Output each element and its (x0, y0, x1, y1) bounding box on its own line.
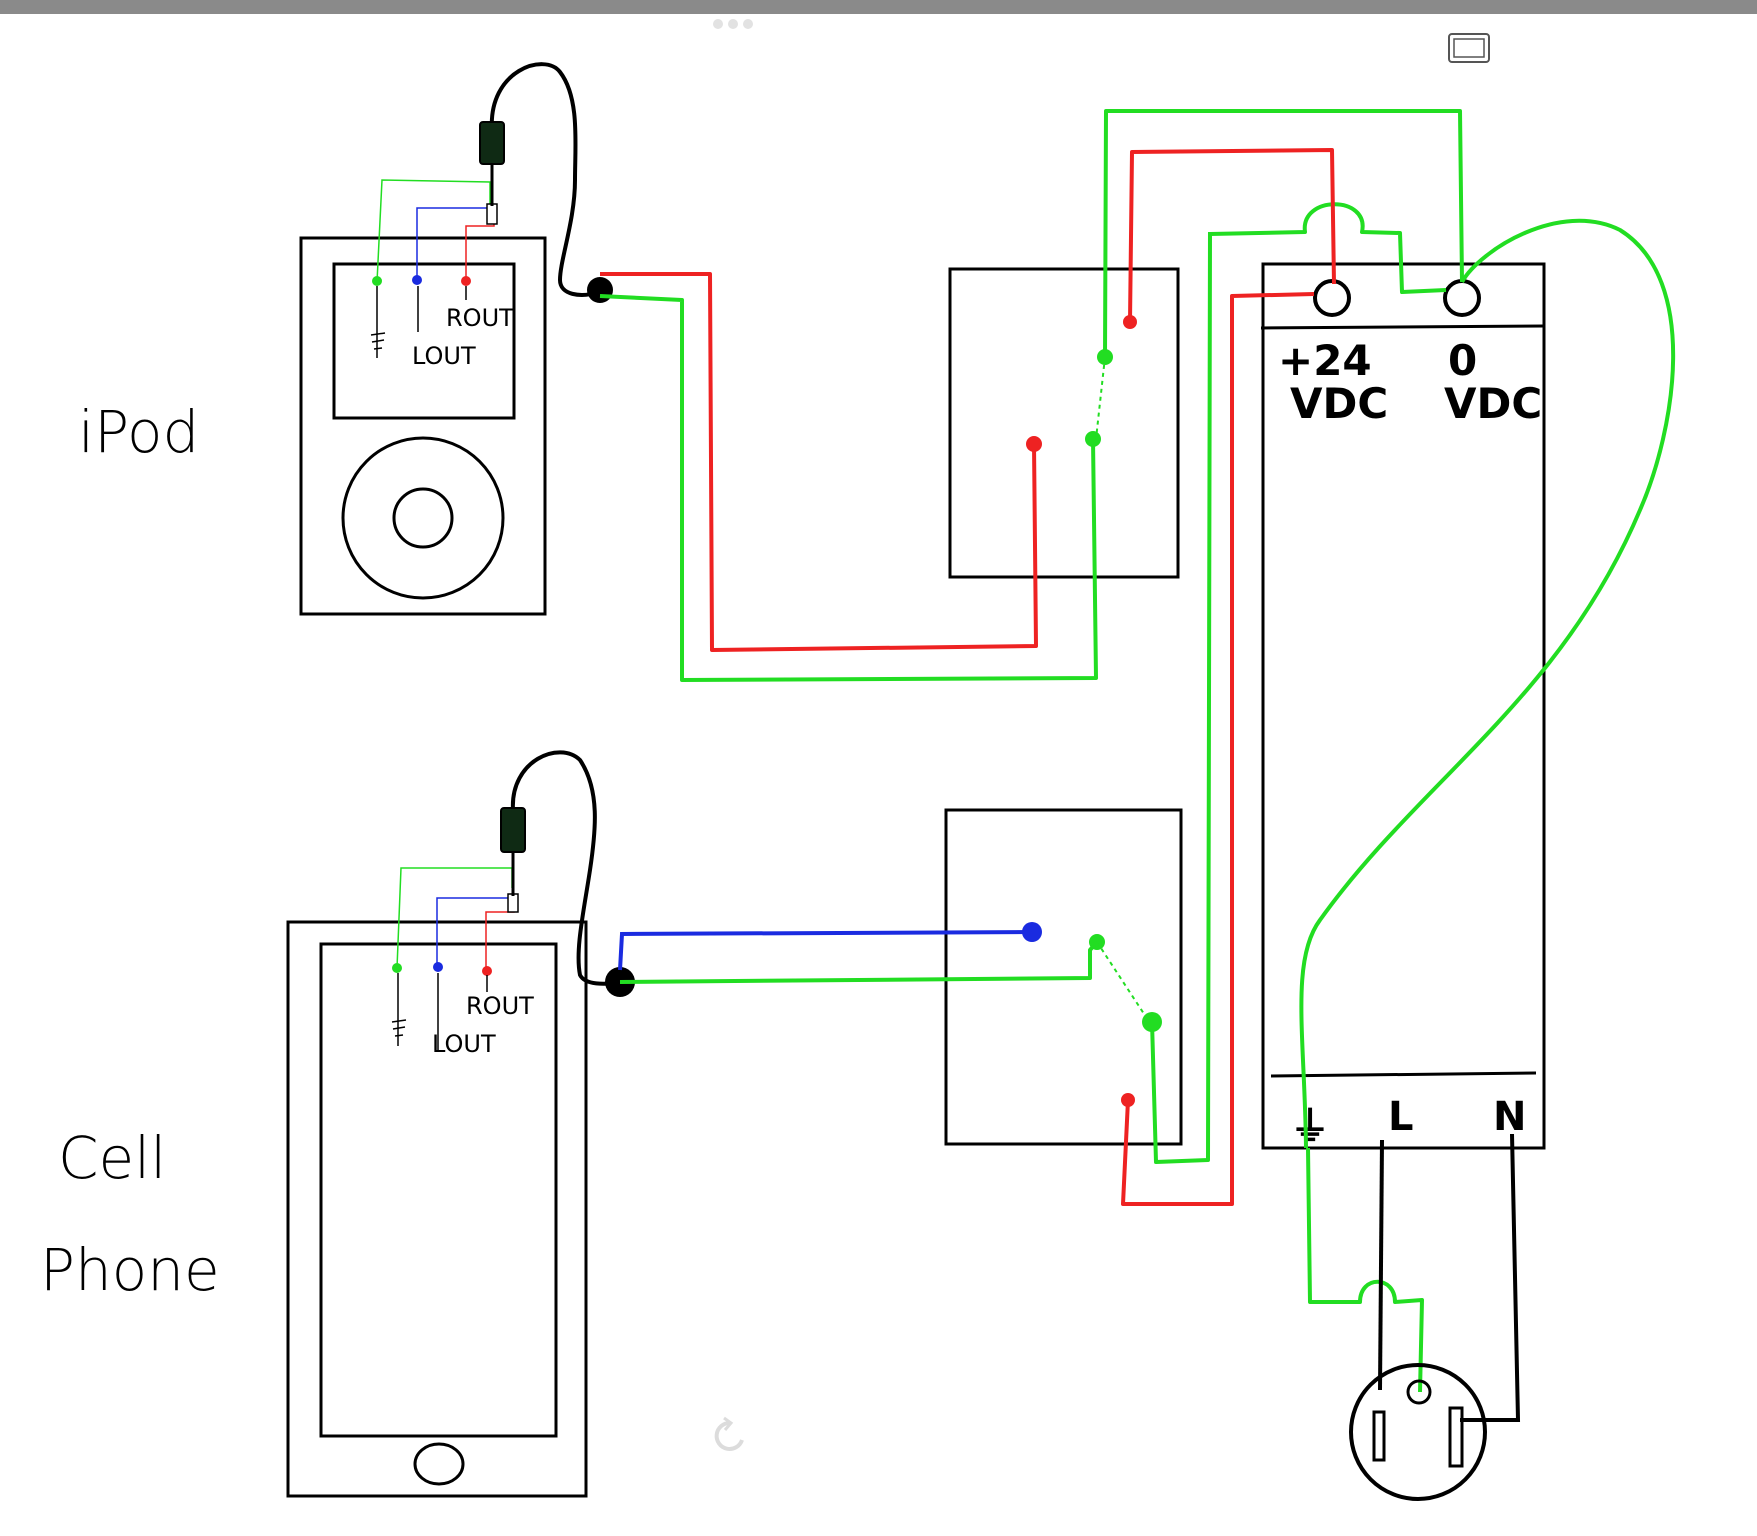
terminal-pos (1313, 279, 1351, 317)
ipod-center-button (392, 487, 454, 549)
ipod-lout-label: LOUT (412, 342, 476, 370)
outlet-line-slot (1372, 1410, 1386, 1462)
phone-home-button (413, 1442, 465, 1486)
phone-jack-labels: ROUT LOUT (432, 992, 534, 1058)
phone-jack-plug (500, 807, 526, 853)
ipod-label: iPod (78, 398, 199, 466)
power-supply-labels: +24 VDC 0 VDC ⏚ L N (1278, 336, 1542, 1150)
phone-lout-label: LOUT (432, 1030, 496, 1058)
earth-symbol: ⏚ (1290, 1104, 1330, 1150)
pos-voltage-label: +24 (1278, 336, 1372, 385)
more-dots-icon[interactable] (713, 19, 753, 29)
ipod-jack-plug (479, 121, 505, 165)
cell-phone-device (286, 920, 588, 1498)
ipod-device (299, 236, 547, 616)
power-supply (1260, 262, 1546, 1150)
ipod-click-wheel (341, 436, 505, 600)
line-label: L (1388, 1094, 1414, 1140)
terminal-zero (1443, 279, 1481, 317)
wires-red (600, 148, 1336, 1206)
phone-headphone-cable (500, 750, 635, 997)
ipod-rout-label: ROUT (446, 304, 514, 332)
ipod-jack-connector (587, 277, 613, 303)
cell-label: Cell (58, 1124, 166, 1192)
neutral-label: N (1493, 1094, 1526, 1140)
refresh-icon[interactable] (714, 1416, 744, 1451)
zero-voltage-label: 0 (1448, 336, 1477, 385)
ipod-jack-leads (370, 179, 498, 358)
top-bar (0, 0, 1757, 14)
wires-blue (618, 930, 1033, 971)
ipod-headphone-cable (479, 62, 613, 303)
power-outlet (1349, 1363, 1487, 1501)
ipod-jack-labels: ROUT LOUT (412, 304, 514, 370)
wires-green (599, 109, 1676, 1393)
zero-vdc-label: VDC (1444, 379, 1542, 428)
phone-label: Phone (40, 1236, 220, 1304)
outlet-ground-hole (1406, 1379, 1432, 1405)
outlet-neutral-slot (1448, 1406, 1464, 1468)
wires-black (1378, 1133, 1521, 1422)
switch-box-1 (948, 267, 1180, 579)
phone-jack-leads (391, 867, 519, 1050)
pos-vdc-label: VDC (1290, 379, 1388, 428)
window-icon[interactable] (1448, 33, 1490, 63)
phone-rout-label: ROUT (466, 992, 534, 1020)
